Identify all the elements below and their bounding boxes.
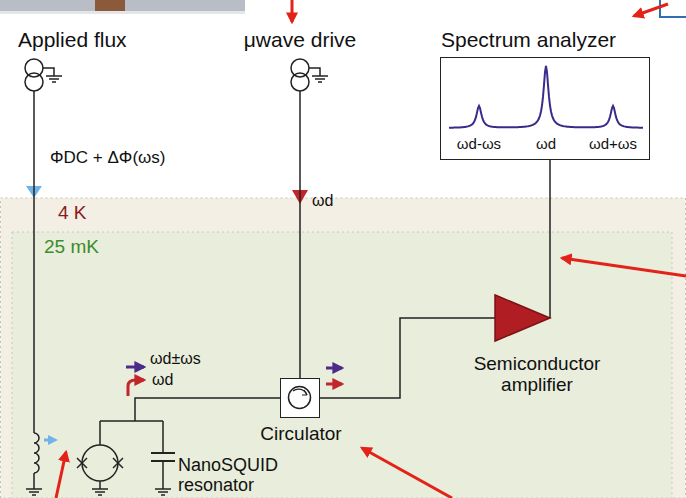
circulator-symbol-strokes bbox=[289, 387, 311, 409]
flux-coupling-arrow bbox=[48, 435, 58, 445]
peak-label: ωd bbox=[516, 136, 576, 153]
sideband-arrow bbox=[126, 366, 144, 369]
node-label: Spectrum analyzer bbox=[441, 28, 683, 52]
reflected-arrow bbox=[128, 380, 144, 396]
band-25mk-fill bbox=[12, 232, 672, 498]
flux-source-strokes bbox=[25, 59, 62, 94]
drive-source-drawing bbox=[284, 58, 316, 94]
amplifier-symbol: Semiconductor amplifier bbox=[495, 295, 550, 341]
node-label: 4 K bbox=[58, 202, 128, 223]
circulator-symbol-drawing bbox=[281, 379, 321, 419]
photo-strip bbox=[0, 0, 245, 14]
node-label: Semiconductor amplifier bbox=[462, 353, 612, 396]
signal-label: ωd bbox=[152, 371, 173, 389]
callout-frame bbox=[660, 0, 686, 17]
temperature-band-drawing bbox=[0, 198, 686, 498]
peak-label: ωd-ωs bbox=[449, 136, 509, 153]
node-label: 25 mK bbox=[44, 236, 134, 257]
circulator-symbol: Circulator bbox=[280, 378, 320, 418]
node-label: NanoSQUID resonator bbox=[178, 455, 290, 495]
spectrum-analyzer-box-strokes bbox=[449, 66, 643, 128]
node-label: Circulator bbox=[241, 423, 361, 444]
flux-source-drawing bbox=[18, 58, 50, 94]
node-label: μwave drive bbox=[220, 28, 380, 52]
amplifier-symbol-drawing bbox=[495, 295, 550, 341]
peak-label: ωd+ωs bbox=[583, 136, 643, 153]
signal-wire bbox=[549, 160, 551, 318]
node-label: Applied flux bbox=[18, 28, 168, 52]
nanosquid-resonator-strokes bbox=[26, 405, 175, 495]
signal-label: ΦDC + ΔΦ(ωs) bbox=[50, 148, 166, 167]
nanosquid-resonator: NanoSQUID resonator bbox=[8, 405, 293, 498]
sideband-arrow bbox=[326, 367, 342, 370]
band-4k-fill bbox=[1, 198, 686, 498]
temperature-band: CirculatorNanoSQUID resonator 25 mK Semico… bbox=[0, 198, 686, 498]
callout-arrows bbox=[56, 0, 686, 498]
signal-wire bbox=[320, 318, 495, 398]
carrier-arrow bbox=[326, 383, 342, 386]
signal-wire bbox=[135, 398, 280, 405]
drive-source: μwave drive bbox=[284, 58, 316, 94]
drive-source-strokes bbox=[291, 59, 328, 94]
signal-wire bbox=[299, 94, 301, 378]
flux-source: Applied flux bbox=[18, 58, 50, 94]
spectrum-analyzer-box: Spectrum analyzerωd-ωsωdωd+ωs bbox=[440, 57, 650, 160]
amplifier-symbol-strokes bbox=[495, 295, 550, 341]
signal-label: ωd bbox=[312, 192, 333, 210]
signal-label: ωd±ωs bbox=[150, 350, 201, 368]
signal-wire bbox=[33, 94, 35, 405]
